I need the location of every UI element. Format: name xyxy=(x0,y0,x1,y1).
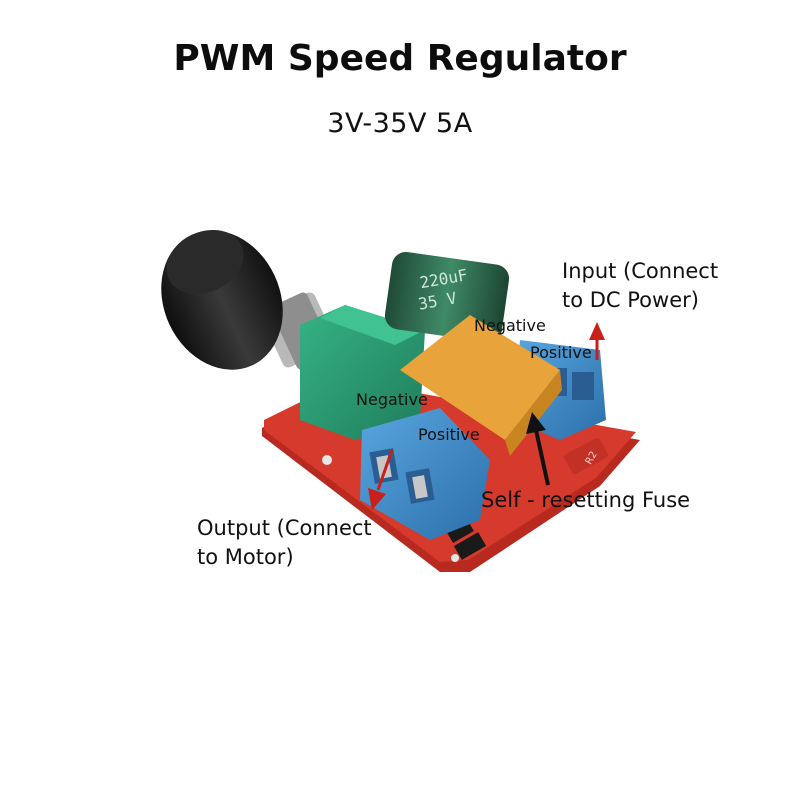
spec-subtitle: 3V-35V 5A xyxy=(327,108,473,139)
potentiometer xyxy=(300,305,425,440)
output-terminal-block xyxy=(360,408,490,540)
output-positive-label: Positive xyxy=(418,425,480,444)
arrow-down-icon xyxy=(368,449,394,510)
input-label: Input (Connect to DC Power) xyxy=(562,257,718,315)
output-label-line2: to Motor) xyxy=(197,545,294,569)
capacitor: 220uF 35 V xyxy=(384,251,510,343)
output-label: Output (Connect to Motor) xyxy=(197,514,372,572)
arrow-pointer-icon xyxy=(526,412,550,486)
page-title: PWM Speed Regulator xyxy=(173,38,627,79)
output-label-line1: Output (Connect xyxy=(197,516,372,540)
output-negative-label: Negative xyxy=(356,390,428,409)
fuse-label: Self - resetting Fuse xyxy=(481,488,691,512)
input-positive-label: Positive xyxy=(530,343,592,362)
input-negative-label: Negative xyxy=(474,316,546,335)
input-label-line1: Input (Connect xyxy=(562,259,719,283)
arrow-up-icon xyxy=(589,322,605,360)
input-label-line2: to DC Power) xyxy=(562,288,699,312)
self-resetting-fuse xyxy=(400,315,562,456)
